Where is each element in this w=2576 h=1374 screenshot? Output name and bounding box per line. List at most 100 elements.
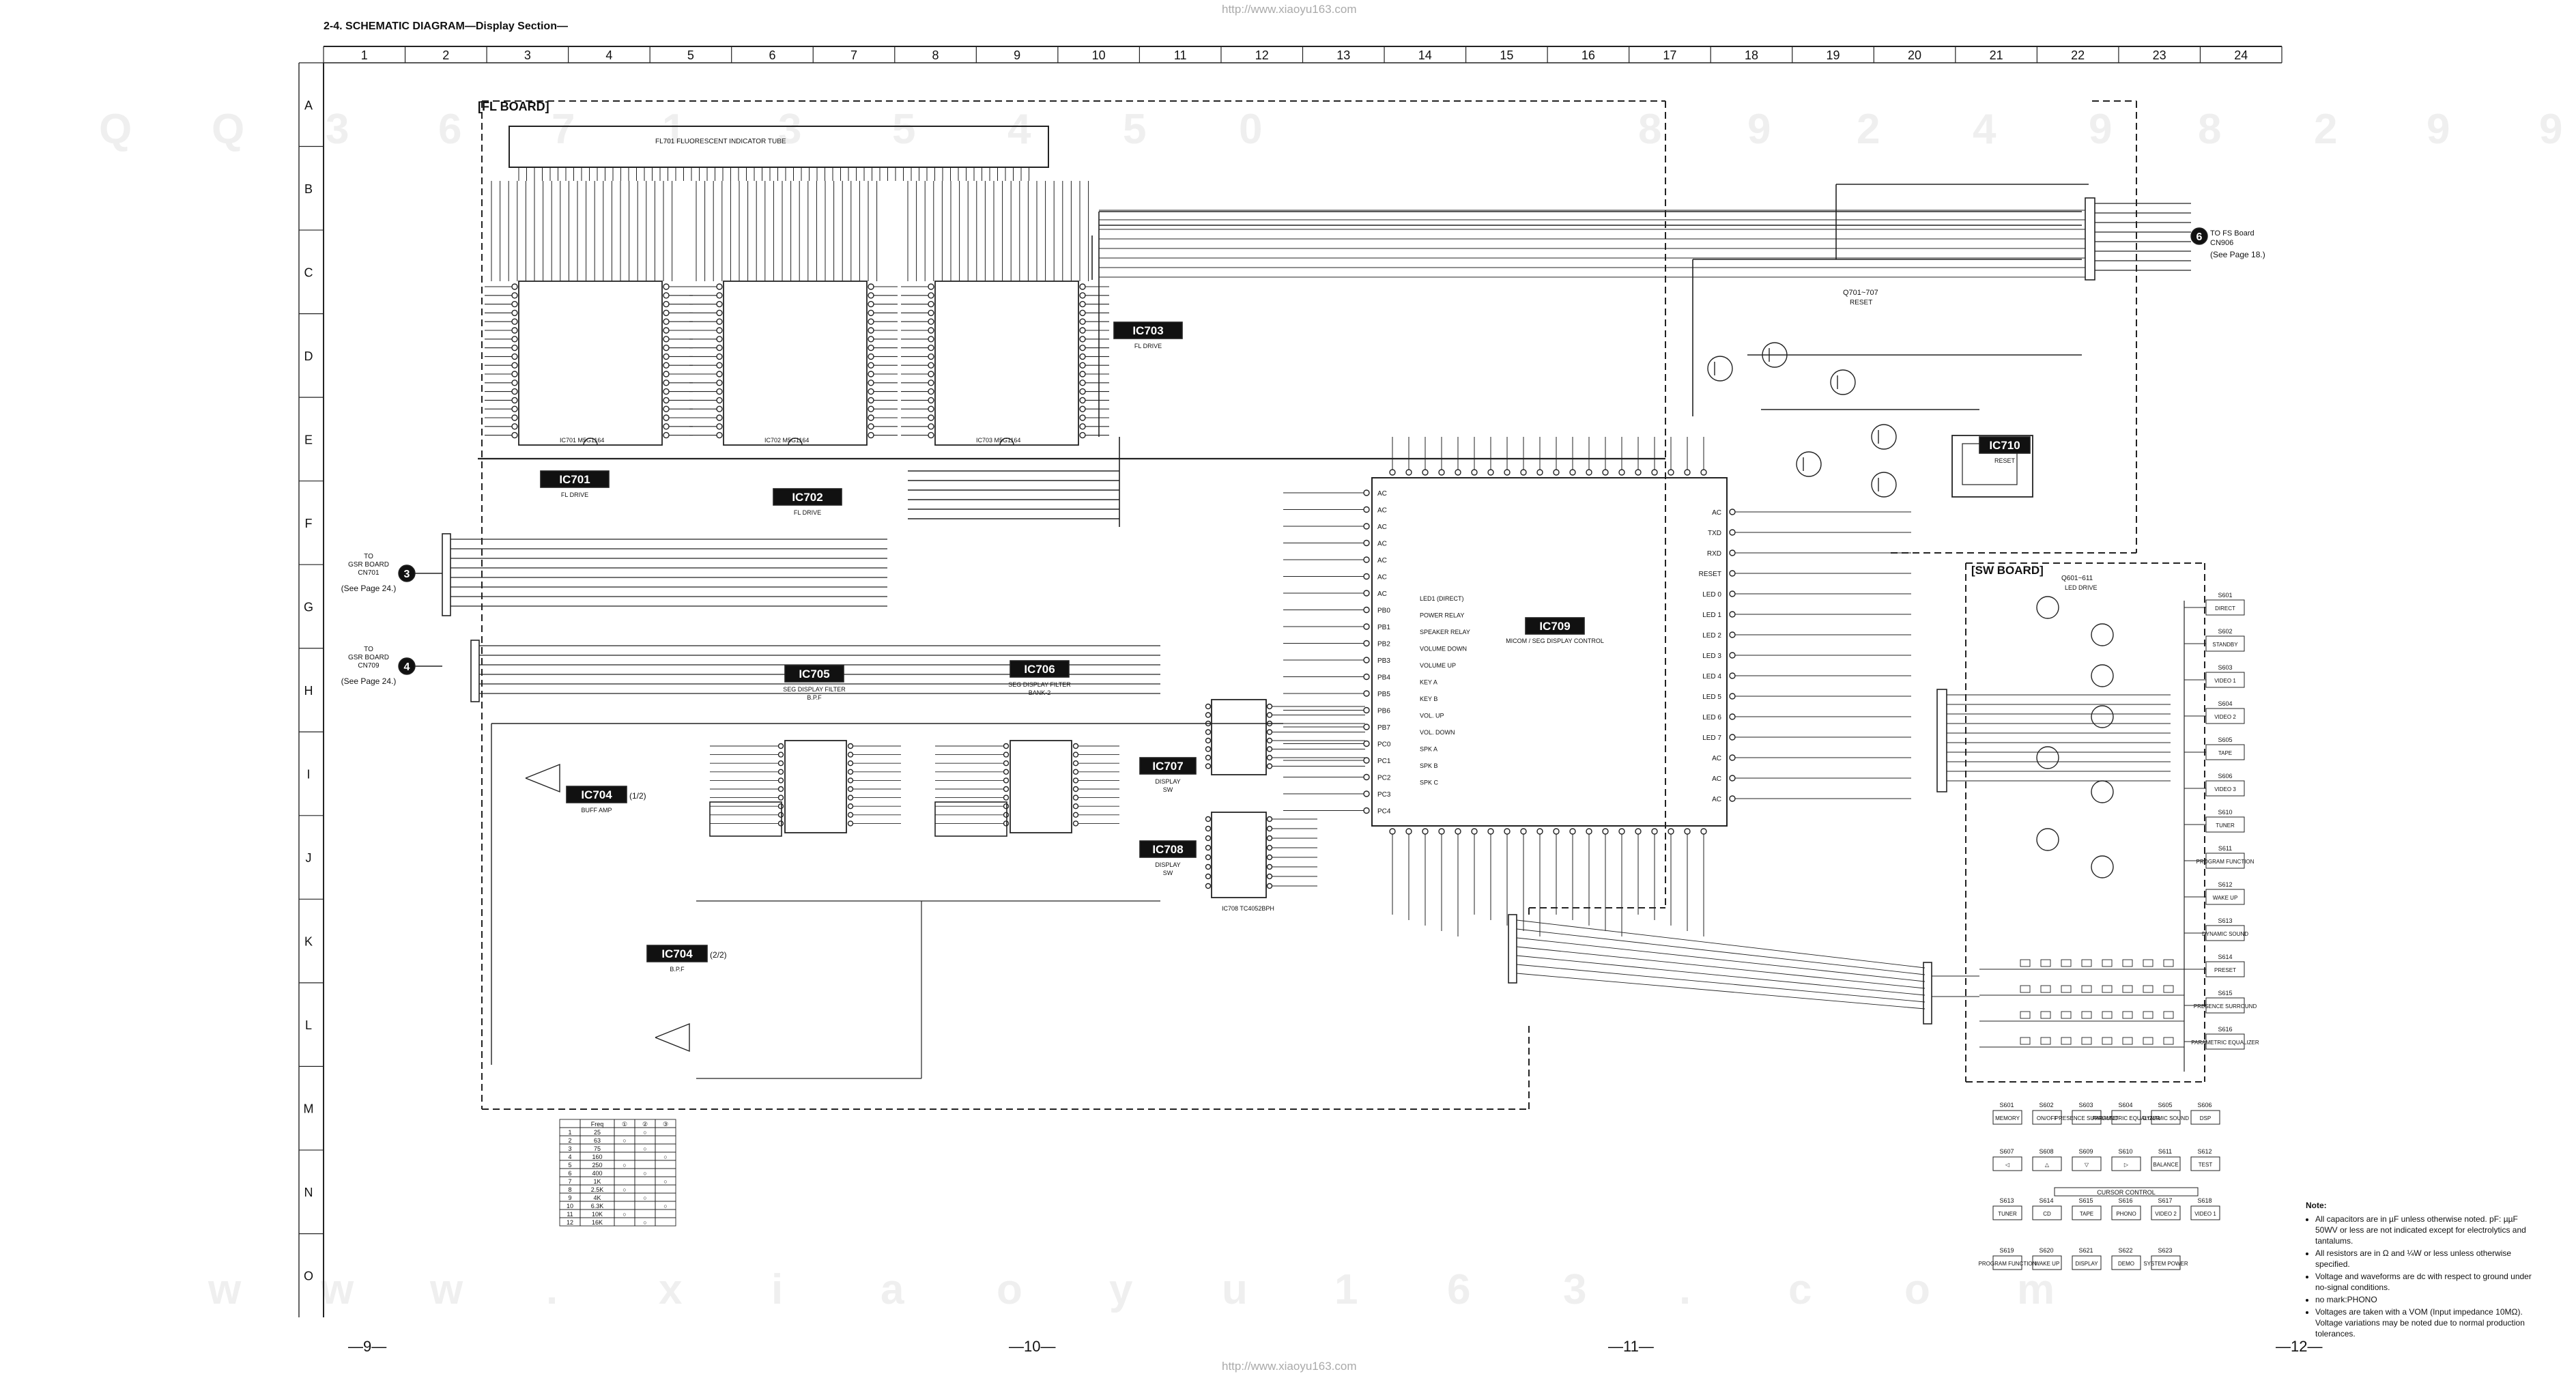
grid-col-label-20: 20 [1908, 48, 1921, 62]
ic709-pin-right [1729, 611, 1736, 618]
ic705-pin [777, 786, 784, 792]
connector-4-line: CN709 [358, 662, 380, 670]
ic709-pin-left [1363, 573, 1370, 580]
ic709-pin-right [1729, 754, 1736, 761]
grid-col-label-8: 8 [932, 48, 939, 62]
ic709-pin-bottom [1536, 828, 1543, 835]
ic709-func-label: VOL. DOWN [1420, 729, 1455, 736]
ic701-pin [511, 327, 518, 334]
ic702-pin [716, 362, 723, 369]
transistor [1871, 472, 1897, 498]
grid-col-label-6: 6 [769, 48, 775, 62]
ic701-pin [663, 362, 670, 369]
grid-col-label-15: 15 [1500, 48, 1513, 62]
ic709-pin-left-label: AC [1377, 524, 1387, 531]
ic703-notch [999, 438, 1014, 446]
freq-table-cell-text: ○ [663, 1178, 667, 1185]
connector-4-line: GSR BOARD [348, 654, 389, 661]
ic708-label-box [1139, 840, 1197, 858]
freq-table-cell [614, 1192, 635, 1202]
ic709-pin-top [1602, 469, 1609, 476]
grid-row-label-N: N [304, 1186, 313, 1199]
ic709-pin-right-label: AC [1712, 755, 1721, 762]
ic701-pin [663, 344, 670, 352]
switch-matrix-key [2163, 1011, 2174, 1019]
freq-table-cell-text: ○ [643, 1145, 646, 1152]
sw-key-ref: S616 [2218, 1026, 2232, 1033]
freq-table-cell-text: 3 [568, 1145, 571, 1152]
sw-row1-ref: S602 [2039, 1102, 2053, 1108]
ic702-pin [868, 283, 874, 290]
ic709-pin-right-label: AC [1712, 509, 1721, 517]
ic709-pin-right [1729, 631, 1736, 638]
ic709-pin-right-label: LED 0 [1702, 591, 1721, 599]
sw-row1-label: DYNAMIC SOUND [2143, 1115, 2189, 1121]
sw-row3-label: TAPE [2080, 1211, 2093, 1217]
sw-key-label: PROGRAM FUNCTION [2196, 859, 2255, 865]
sw-key-ref: S601 [2218, 592, 2232, 599]
page-number-12: —12— [2276, 1338, 2323, 1355]
ic709-pin-left [1363, 489, 1370, 496]
watermark-top-char: 9 [2539, 106, 2562, 153]
sw-row3-label: PHONO [2116, 1211, 2136, 1217]
ic701-pin [511, 336, 518, 343]
grid-col-label-5: 5 [687, 48, 694, 62]
ic702-pin [716, 431, 723, 439]
ic703-body [934, 281, 1079, 446]
sw-key-ref: S603 [2218, 664, 2232, 671]
ic705-pin [777, 769, 784, 775]
ic703-pin [928, 336, 934, 343]
ic709-func-label: KEY A [1420, 679, 1437, 686]
ic709-pin-bottom [1668, 828, 1674, 835]
watermark-bottom-char: w [320, 1266, 354, 1313]
sw-row4-ref: S621 [2078, 1247, 2093, 1254]
ic709-pin-bottom [1618, 828, 1625, 835]
ic705-pin [847, 795, 854, 801]
ic709-pin-left [1363, 724, 1370, 730]
watermark-bottom-char: w [429, 1266, 463, 1313]
ic703-pin [1079, 388, 1086, 395]
ic704a-desc: BUFF AMP [581, 807, 612, 814]
ic709-pin-left [1363, 773, 1370, 781]
sw-row1-box [1992, 1110, 2022, 1125]
ic709-pin-bottom [1553, 828, 1560, 835]
ic709-pin-left-label: AC [1377, 590, 1387, 598]
connector-3-num: 3 [404, 569, 410, 580]
ic708-pin [1205, 816, 1212, 822]
ic709-func-label: LED1 (DIRECT) [1420, 595, 1464, 602]
ic702-pin [868, 388, 874, 395]
sw-key-ref: S610 [2218, 809, 2232, 816]
sw-row1-ref: S601 [1999, 1102, 2014, 1108]
grid-col-label-12: 12 [1255, 48, 1269, 62]
url-top: http://www.xiaoyu163.com [1222, 3, 1357, 16]
sw-row4-label: SYSTEM POWER [2143, 1261, 2188, 1267]
sw-row2-ref: S612 [2197, 1148, 2212, 1155]
ic709-pin-right [1729, 570, 1736, 577]
sw-row2-label: ▷ [2124, 1162, 2129, 1168]
grid-row-label-L: L [305, 1018, 312, 1032]
sw-row4-label: DEMO [2118, 1261, 2134, 1267]
watermark-top-char: Q [212, 106, 244, 153]
ic708-pin [1266, 883, 1273, 889]
freq-table-cell-text: ○ [663, 1203, 667, 1210]
ic705-pin [777, 812, 784, 818]
ic709-pin-right-label: RESET [1699, 571, 1721, 578]
cursor-control-box [2054, 1187, 2199, 1197]
ic704a-suffix: (1/2) [629, 791, 646, 801]
freq-table-cell [655, 1160, 676, 1169]
ic710-label: IC710 [1989, 439, 2020, 452]
sw-key-ref: S615 [2218, 990, 2232, 997]
ic709-label-box [1525, 617, 1585, 635]
watermark-top-char: 9 [2089, 106, 2112, 153]
freq-table-cell-text: 8 [568, 1186, 571, 1193]
ic709-pin-right [1729, 652, 1736, 659]
ic709-pin-left-label: PB6 [1377, 708, 1390, 715]
ic705-sub: B.P.F [807, 694, 822, 701]
watermark-top-char: 8 [2198, 106, 2221, 153]
ic709-func-label: POWER RELAY [1420, 612, 1464, 619]
freq-table-cell-text: 11 [567, 1211, 573, 1218]
transistor [1762, 342, 1788, 368]
ic701-pin [663, 423, 670, 430]
led-drive-transistor [2091, 705, 2114, 728]
freq-table-cell-text: 9 [568, 1194, 571, 1201]
